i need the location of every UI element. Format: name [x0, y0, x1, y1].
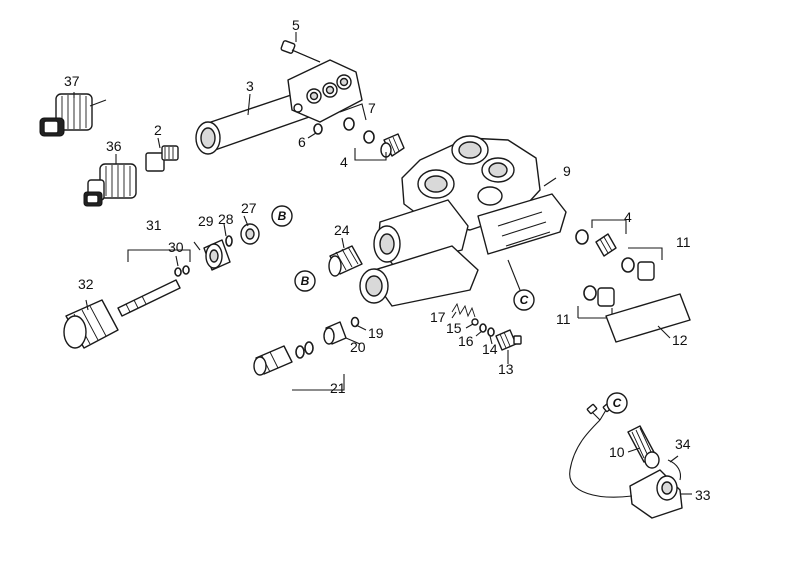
- label-30: 30: [168, 239, 184, 255]
- label-2: 2: [154, 122, 162, 138]
- ref-bubble-b-left: B: [294, 270, 316, 292]
- part-3-flange: [287, 59, 363, 123]
- label-34: 34: [675, 436, 691, 452]
- ref-bubble-c-bottom: C: [606, 392, 628, 414]
- part-6-o-ring: [307, 123, 323, 139]
- label-5: 5: [292, 17, 300, 33]
- part-7-o-rings: [339, 103, 375, 144]
- svg-text:C: C: [613, 396, 622, 410]
- label-3: 3: [246, 78, 254, 94]
- part-24-valve: [328, 237, 363, 277]
- part-33-housing: [629, 469, 683, 519]
- part-3-outlet-pipe: [195, 91, 313, 155]
- part-16-seat: [479, 323, 487, 333]
- ref-bubble-b-top: B: [271, 205, 293, 227]
- part-32-knob: [63, 299, 119, 349]
- label-20: 20: [350, 339, 366, 355]
- part-21-connector: [253, 341, 345, 391]
- label-11-right: 11: [676, 234, 691, 250]
- part-4-valve-right: [575, 219, 627, 257]
- part-36-coupling: [83, 163, 137, 207]
- label-36: 36: [106, 138, 122, 154]
- part-17-spring: [451, 302, 476, 318]
- part-9-pump-head: [359, 135, 567, 307]
- part-4-valve-upper: [354, 133, 405, 161]
- leader-lines: [73, 92, 692, 495]
- label-29: 29: [198, 213, 214, 229]
- part-28-ring: [225, 235, 233, 247]
- part-30-ring: [174, 265, 190, 277]
- part-13-plug: [495, 329, 522, 351]
- label-16: 16: [458, 333, 474, 349]
- label-12: 12: [672, 332, 688, 348]
- label-21: 21: [330, 380, 346, 396]
- label-7: 7: [368, 100, 376, 116]
- label-24: 24: [334, 222, 350, 238]
- label-4-upper: 4: [340, 154, 348, 170]
- label-37: 37: [64, 73, 80, 89]
- label-14: 14: [482, 341, 498, 357]
- svg-text:B: B: [301, 274, 310, 288]
- label-6: 6: [298, 134, 306, 150]
- part-27-cap: [240, 223, 260, 245]
- label-13: 13: [498, 361, 514, 377]
- label-31: 31: [146, 217, 162, 233]
- part-15-ball: [471, 318, 479, 326]
- part-11-plug-lower: [577, 285, 615, 319]
- svg-text:B: B: [278, 209, 287, 223]
- svg-text:C: C: [520, 293, 529, 307]
- part-20-plug: [323, 321, 347, 345]
- label-17: 17: [430, 309, 446, 325]
- ref-bubble-c-mid: C: [513, 289, 535, 311]
- part-5-screw: [280, 32, 321, 63]
- part-14-ring: [487, 327, 495, 337]
- part-37-coupling: [39, 93, 107, 137]
- part-11-plug-right: [621, 247, 663, 281]
- part-10-sensor: [627, 425, 660, 469]
- label-19: 19: [368, 325, 384, 341]
- label-33: 33: [695, 487, 711, 503]
- label-27: 27: [241, 200, 257, 216]
- label-10: 10: [609, 444, 625, 460]
- label-9: 9: [563, 163, 571, 179]
- label-28: 28: [218, 211, 234, 227]
- part-12-plate: [605, 293, 691, 343]
- part-2-nipple: [145, 137, 179, 172]
- part-labels: 37 36 2 3 5 7 6 4 9 4 11 11 12 31 29 28 …: [64, 17, 711, 503]
- label-32: 32: [78, 276, 94, 292]
- part-31-rod: [117, 249, 191, 317]
- part-34-clip: [667, 455, 682, 481]
- part-19-ring: [350, 316, 360, 328]
- part-29-fitting: [203, 239, 231, 271]
- label-11-lower: 11: [556, 311, 571, 327]
- label-15: 15: [446, 320, 462, 336]
- label-4-right: 4: [624, 209, 632, 225]
